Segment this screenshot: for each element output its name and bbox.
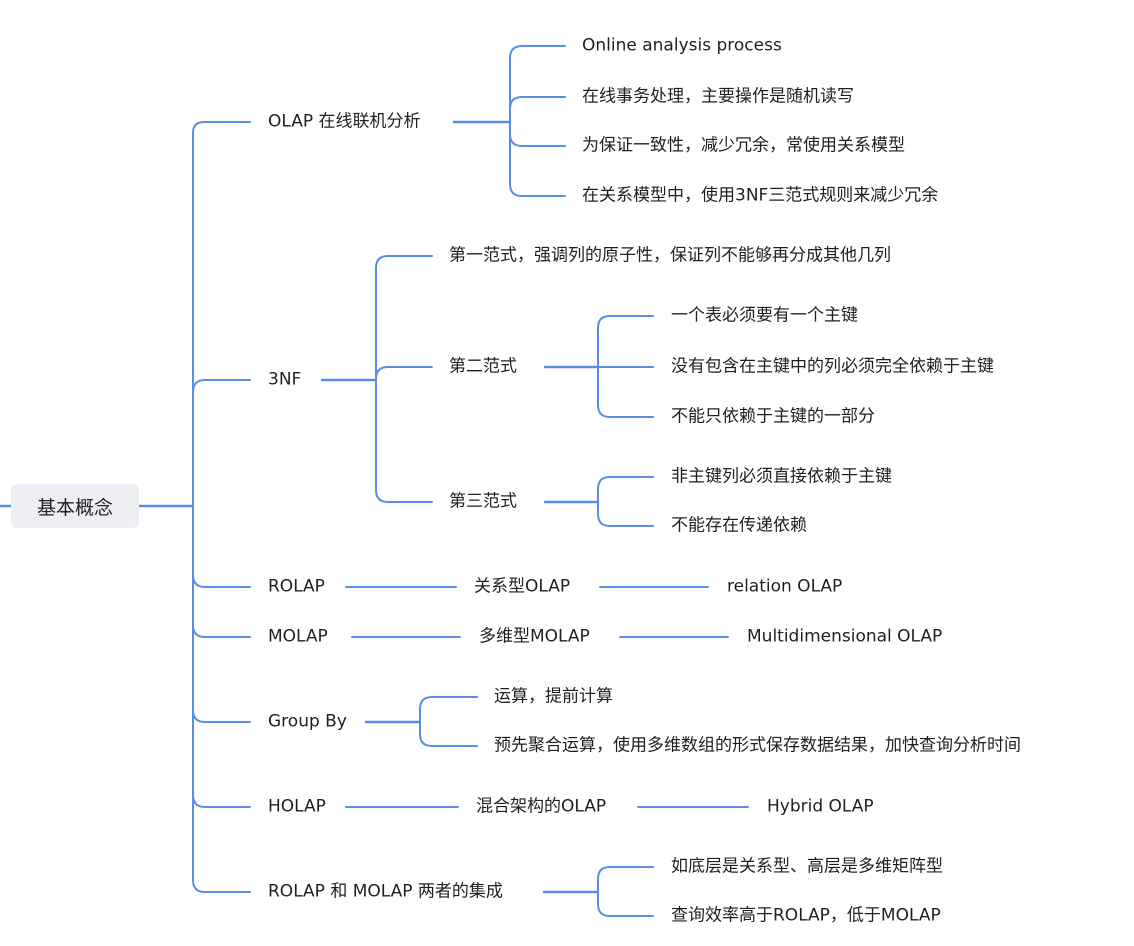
leaf-hybrid-olap[interactable]: Hybrid OLAP (767, 796, 874, 817)
leaf-2nf-no-partial[interactable]: 不能只依赖于主键的一部分 (671, 406, 875, 427)
leaf-relation-olap[interactable]: relation OLAP (727, 576, 843, 597)
subtopic-precompute[interactable]: 运算，提前计算 (494, 686, 613, 707)
subtopic-holap-hybrid[interactable]: 混合架构的OLAP (476, 796, 607, 817)
leaf-2nf-full-dependency[interactable]: 没有包含在主键中的列必须完全依赖于主键 (671, 356, 994, 377)
topic-olap[interactable]: OLAP 在线联机分析 (268, 111, 421, 132)
leaf-2nf-primary-key[interactable]: 一个表必须要有一个主键 (671, 305, 858, 326)
leaf-multidimensional-olap[interactable]: Multidimensional OLAP (747, 626, 943, 647)
topic-molap[interactable]: MOLAP (268, 626, 328, 647)
subtopic-3nf[interactable]: 第三范式 (449, 491, 517, 512)
subtopic-oltp-random-rw[interactable]: 在线事务处理，主要操作是随机读写 (582, 86, 854, 107)
subtopic-pre-aggregation[interactable]: 预先聚合运算，使用多维数组的形式保存数据结果，加快查询分析时间 (494, 735, 1021, 756)
topic-3nf[interactable]: 3NF (268, 369, 302, 390)
topic-rolap[interactable]: ROLAP (268, 576, 325, 597)
subtopic-molap-multidim[interactable]: 多维型MOLAP (479, 626, 590, 647)
topic-group-by[interactable]: Group By (268, 711, 347, 732)
subtopic-rolap-relational[interactable]: 关系型OLAP (474, 576, 571, 597)
subtopic-integration-layers[interactable]: 如底层是关系型、高层是多维矩阵型 (671, 856, 943, 877)
topic-rolap-molap-integration[interactable]: ROLAP 和 MOLAP 两者的集成 (268, 881, 503, 902)
subtopic-1nf[interactable]: 第一范式，强调列的原子性，保证列不能够再分成其他几列 (449, 245, 891, 266)
root-topic[interactable]: 基本概念 (11, 484, 139, 528)
topic-holap[interactable]: HOLAP (268, 796, 326, 817)
subtopic-2nf[interactable]: 第二范式 (449, 356, 517, 377)
leaf-3nf-direct-dependency[interactable]: 非主键列必须直接依赖于主键 (671, 466, 892, 487)
subtopic-3nf-rules[interactable]: 在关系模型中，使用3NF三范式规则来减少冗余 (582, 185, 939, 206)
subtopic-online-analysis-process[interactable]: Online analysis process (582, 35, 782, 56)
subtopic-relational-model[interactable]: 为保证一致性，减少冗余，常使用关系模型 (582, 135, 905, 156)
subtopic-integration-efficiency[interactable]: 查询效率高于ROLAP，低于MOLAP (671, 905, 941, 926)
leaf-3nf-no-transitive[interactable]: 不能存在传递依赖 (671, 515, 807, 536)
